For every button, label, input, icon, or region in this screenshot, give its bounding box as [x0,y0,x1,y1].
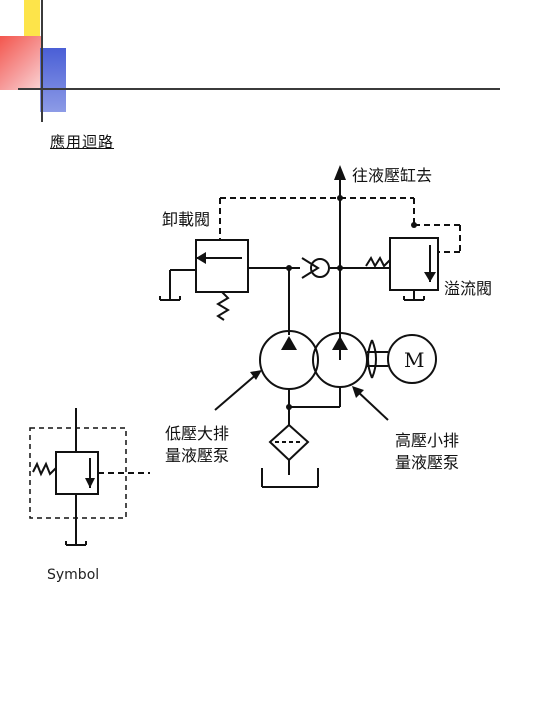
slide-title: 應用迴路 [50,133,115,151]
filter [268,423,310,475]
decor-blue-square [40,48,66,112]
high-pump-pointer [352,386,389,421]
decor-red-square [0,36,42,90]
relief-valve [365,237,439,301]
coupling [367,339,388,379]
main-pressure-line [334,165,346,360]
low-pressure-pump [259,330,319,390]
tank [261,468,319,488]
decor-vertical-rule [41,0,43,122]
junction-dot [411,222,417,228]
decor-yellow-square [24,0,40,40]
high-pump-label-line1: 高壓小排 [395,431,459,450]
decor-horizontal-rule [18,88,500,90]
to-cylinder-label: 往液壓缸去 [352,166,432,185]
high-pump-label-line2: 量液壓泵 [395,453,459,472]
symbol-caption: Symbol [47,567,99,583]
pilot-dashed-line [219,197,461,253]
low-pump-label-line1: 低壓大排 [165,424,229,443]
relief-valve-symbol [29,408,150,546]
low-pump-pointer [214,370,262,411]
motor [387,334,437,384]
unloading-valve [159,239,249,321]
low-pump-label-line2: 量液壓泵 [165,446,229,465]
motor-label: M [404,348,424,372]
check-valve [301,257,340,279]
junction-dot [337,195,343,201]
relief-valve-label: 溢流閥 [444,279,492,298]
unloading-valve-label: 卸載閥 [162,210,210,229]
